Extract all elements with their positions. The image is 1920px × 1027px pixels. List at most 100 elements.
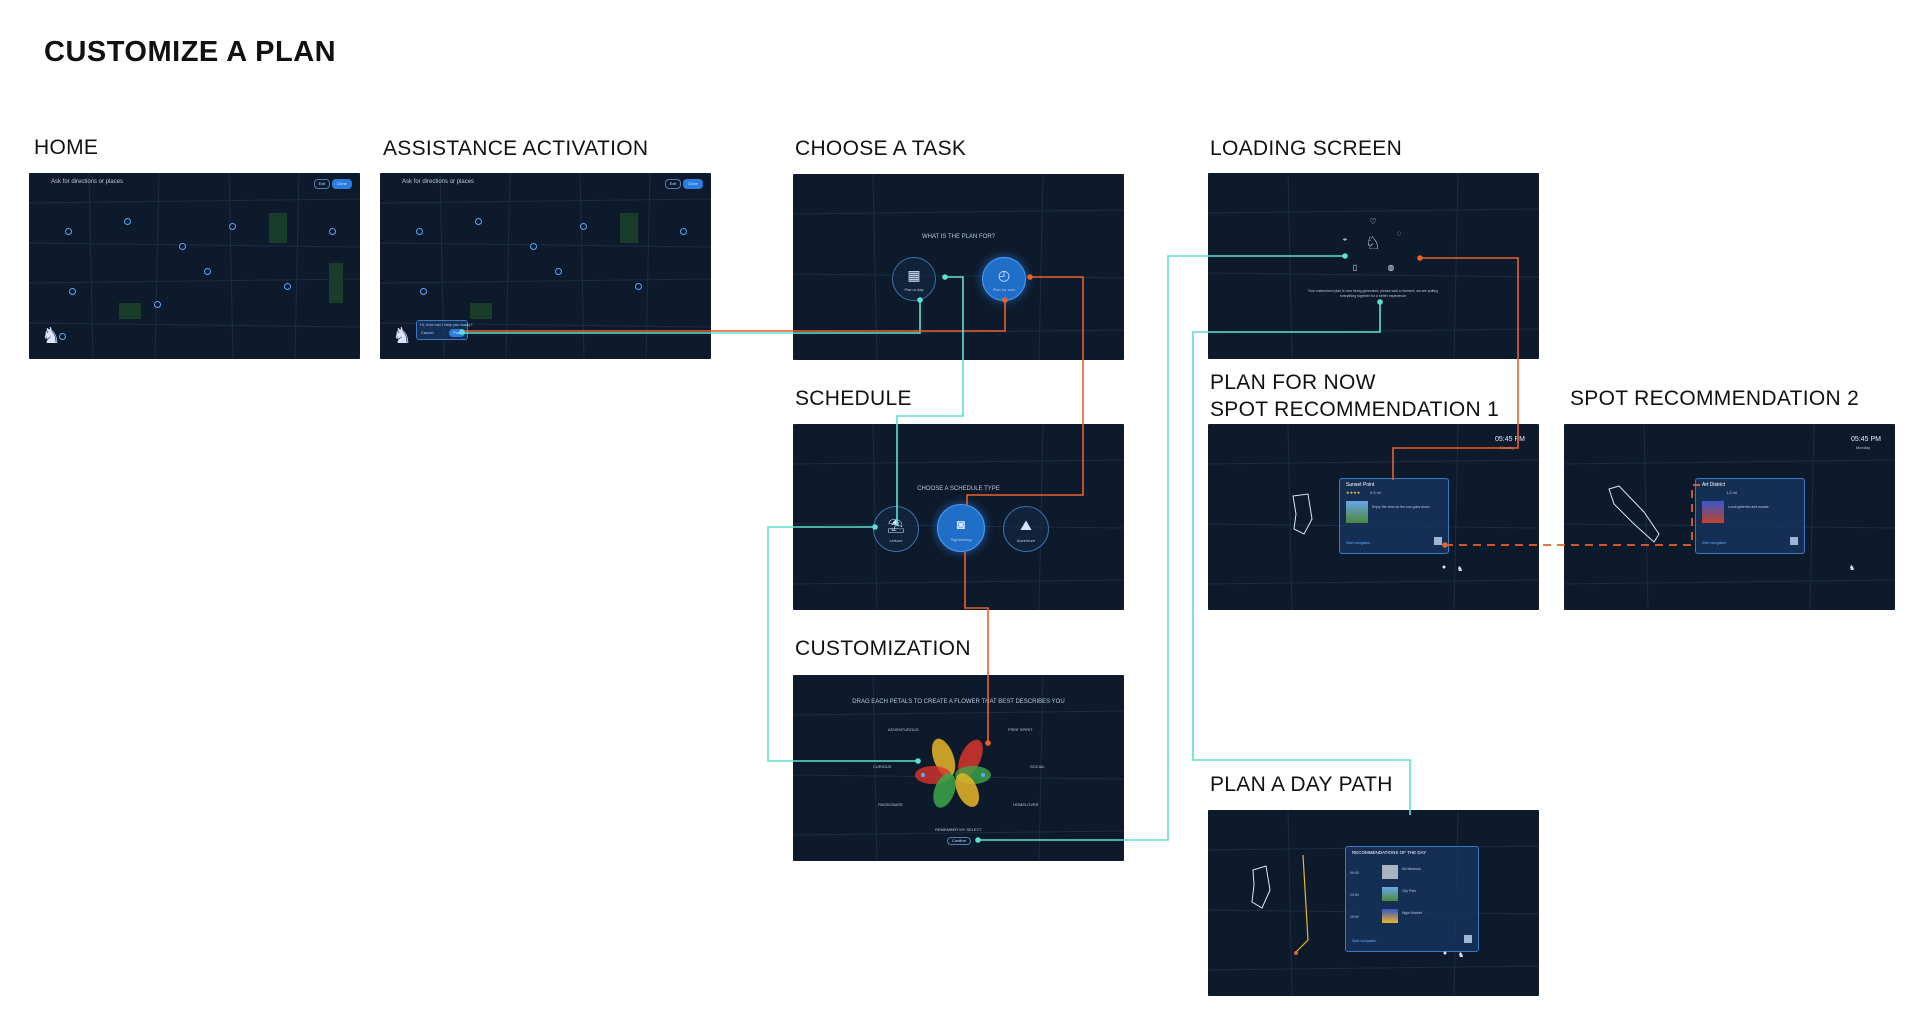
spot-card-rating: ★★★★ xyxy=(1346,490,1360,495)
map-pin[interactable] xyxy=(580,223,587,230)
spot-card-photo xyxy=(1346,501,1368,523)
clock-date: Monday xyxy=(1856,445,1870,450)
item-2-title[interactable]: City Park xyxy=(1402,889,1416,893)
trait-passionate: PASSIONATE xyxy=(878,802,903,807)
screen-plan-for-now[interactable]: 05:45 PM Monday Sunset Point ★★★★ 0.5 mi… xyxy=(1208,424,1539,610)
page-title: CUSTOMIZE A PLAN xyxy=(44,36,336,69)
item-2-photo xyxy=(1382,887,1398,901)
personality-flower[interactable] xyxy=(915,736,991,811)
map-pin[interactable] xyxy=(416,228,423,235)
map-pin[interactable] xyxy=(530,243,537,250)
label-home: HOME xyxy=(34,134,98,161)
leisure-button[interactable]: ⛱ Leisure xyxy=(873,506,919,552)
screen-home[interactable]: Ask for directions or places Exit Done ♞ xyxy=(29,173,360,359)
screen-choose-a-task[interactable]: WHAT IS THE PLAN FOR? ▦ Plan a day ◴ Pla… xyxy=(793,174,1124,360)
time-2: 13:00 xyxy=(1350,893,1359,897)
start-navigation-link[interactable]: Start navigation xyxy=(1702,541,1726,545)
search-bar[interactable]: Ask for directions or places xyxy=(402,179,474,185)
map-pin[interactable] xyxy=(154,301,161,308)
search-bar[interactable]: Ask for directions or places xyxy=(51,179,123,185)
clock-icon: ◴ xyxy=(983,267,1025,284)
plan-a-day-button[interactable]: ▦ Plan a day xyxy=(892,257,936,301)
bubble-plan-button[interactable]: Plan xyxy=(449,329,465,337)
screen-plan-a-day-path[interactable]: RECOMMENDATIONS OF THE DAY 09:00 13:00 1… xyxy=(1208,810,1539,996)
assistant-horse-icon[interactable]: ♞ xyxy=(390,323,414,353)
screen-schedule[interactable]: CHOOSE A SCHEDULE TYPE ⛱ Leisure ◙ Sight… xyxy=(793,424,1124,610)
plan-for-now-button[interactable]: ◴ Plan for now xyxy=(982,257,1026,301)
spot-card-photo xyxy=(1702,501,1724,523)
trait-social: SOCIAL xyxy=(1030,764,1045,769)
mic-icon[interactable]: ● xyxy=(1440,564,1448,571)
spot-card-title: Art District xyxy=(1702,482,1725,488)
trait-free-spirit: FREE SPIRIT xyxy=(1008,727,1033,732)
screen-assistance-activation[interactable]: Ask for directions or places Exit Done H… xyxy=(380,173,711,359)
adventure-button[interactable]: ⛰ Adventure xyxy=(1003,506,1049,552)
sightseeing-button[interactable]: ◙ Sightseeing xyxy=(937,504,985,552)
screen-customization[interactable]: DRAG EACH PETALS TO CREATE A FLOWER THAT… xyxy=(793,675,1124,861)
mic-icon[interactable]: ● xyxy=(1441,950,1449,957)
adventure-label: Adventure xyxy=(1004,538,1048,543)
spot-card-distance: 1.2 mi xyxy=(1726,490,1737,495)
assistant-horse-icon[interactable]: ♞ xyxy=(1456,951,1466,959)
schedule-question: CHOOSE A SCHEDULE TYPE xyxy=(793,486,1124,492)
assistant-horse-icon[interactable]: ♞ xyxy=(39,323,63,353)
screen-spot-recommendation-2[interactable]: 05:45 PM Monday Art District 1.2 mi Loca… xyxy=(1564,424,1895,610)
recommendations-card[interactable]: RECOMMENDATIONS OF THE DAY 09:00 13:00 1… xyxy=(1345,846,1479,952)
item-3-photo xyxy=(1382,909,1398,923)
start-navigation-link[interactable]: Start navigation xyxy=(1346,541,1370,545)
beach-icon: ⛱ xyxy=(874,517,918,534)
spot-card-1[interactable]: Sunset Point ★★★★ 0.5 mi Enjoy the view … xyxy=(1339,478,1449,554)
spot-card-distance: 0.5 mi xyxy=(1370,490,1381,495)
remember-my-select[interactable]: REMEMBER MY SELECT xyxy=(793,827,1124,832)
done-button[interactable]: Done xyxy=(332,179,352,189)
map-pin[interactable] xyxy=(420,288,427,295)
chat-icon: ◍ xyxy=(1386,263,1396,272)
spot-card-2[interactable]: Art District 1.2 mi Local galleries and … xyxy=(1695,478,1805,554)
item-1-title[interactable]: Art Museum xyxy=(1402,867,1421,871)
spot-card-desc: Local galleries and murals xyxy=(1728,505,1769,509)
label-choose-a-task: CHOOSE A TASK xyxy=(795,135,966,162)
map-pin[interactable] xyxy=(229,223,236,230)
map-pin[interactable] xyxy=(329,228,336,235)
assistant-horse-icon[interactable]: ♞ xyxy=(1455,565,1465,573)
label-plan-for-now-line1: PLAN FOR NOW xyxy=(1210,369,1499,396)
start-navigation-link[interactable]: Start navigation xyxy=(1352,939,1376,943)
trait-curious: CURIOUS xyxy=(873,764,891,769)
map-pin[interactable] xyxy=(204,268,211,275)
camera-icon: ◙ xyxy=(938,516,984,532)
spot-card-desc: Enjoy the view as the sun goes down xyxy=(1372,505,1430,509)
confirm-button[interactable]: Confirm xyxy=(947,837,971,845)
map-pin[interactable] xyxy=(179,243,186,250)
map-pin[interactable] xyxy=(69,288,76,295)
map-pin[interactable] xyxy=(680,228,687,235)
loading-animal-icon: ♘ xyxy=(1358,233,1388,254)
map-pin[interactable] xyxy=(124,218,131,225)
trait-homelover: HOMELOVER xyxy=(1013,802,1039,807)
label-plan-for-now-line2: SPOT RECOMMENDATION 1 xyxy=(1210,396,1499,423)
item-1-photo xyxy=(1382,865,1398,879)
map-grid xyxy=(1208,173,1539,359)
info-icon: ◌ xyxy=(1394,229,1404,238)
map-pin[interactable] xyxy=(635,283,642,290)
loading-message: Your customized plan is now being genera… xyxy=(1303,289,1443,299)
clock-date: Monday xyxy=(1500,445,1514,450)
clock-time: 05:45 PM xyxy=(1851,436,1881,443)
label-loading-screen: LOADING SCREEN xyxy=(1210,135,1402,162)
done-button[interactable]: Done xyxy=(683,179,703,189)
exit-button[interactable]: Exit xyxy=(314,179,330,189)
map-pin[interactable] xyxy=(65,228,72,235)
assistant-bubble-text: Hi, how can I help you today? xyxy=(420,322,472,327)
map-pin[interactable] xyxy=(475,218,482,225)
map-grid xyxy=(793,174,1124,360)
plan-for-now-label: Plan for now xyxy=(983,287,1025,292)
exit-button[interactable]: Exit xyxy=(665,179,681,189)
map-pin[interactable] xyxy=(284,283,291,290)
qr-code-icon xyxy=(1434,537,1442,545)
leisure-label: Leisure xyxy=(874,538,918,543)
label-spot-recommendation-2: SPOT RECOMMENDATION 2 xyxy=(1570,385,1859,412)
item-3-title[interactable]: Night Market xyxy=(1402,911,1422,915)
map-pin[interactable] xyxy=(555,268,562,275)
hiking-icon: ⛰ xyxy=(1004,517,1048,534)
assistant-horse-icon[interactable]: ♞ xyxy=(1847,564,1857,572)
bubble-cancel[interactable]: Cancel xyxy=(421,330,433,335)
